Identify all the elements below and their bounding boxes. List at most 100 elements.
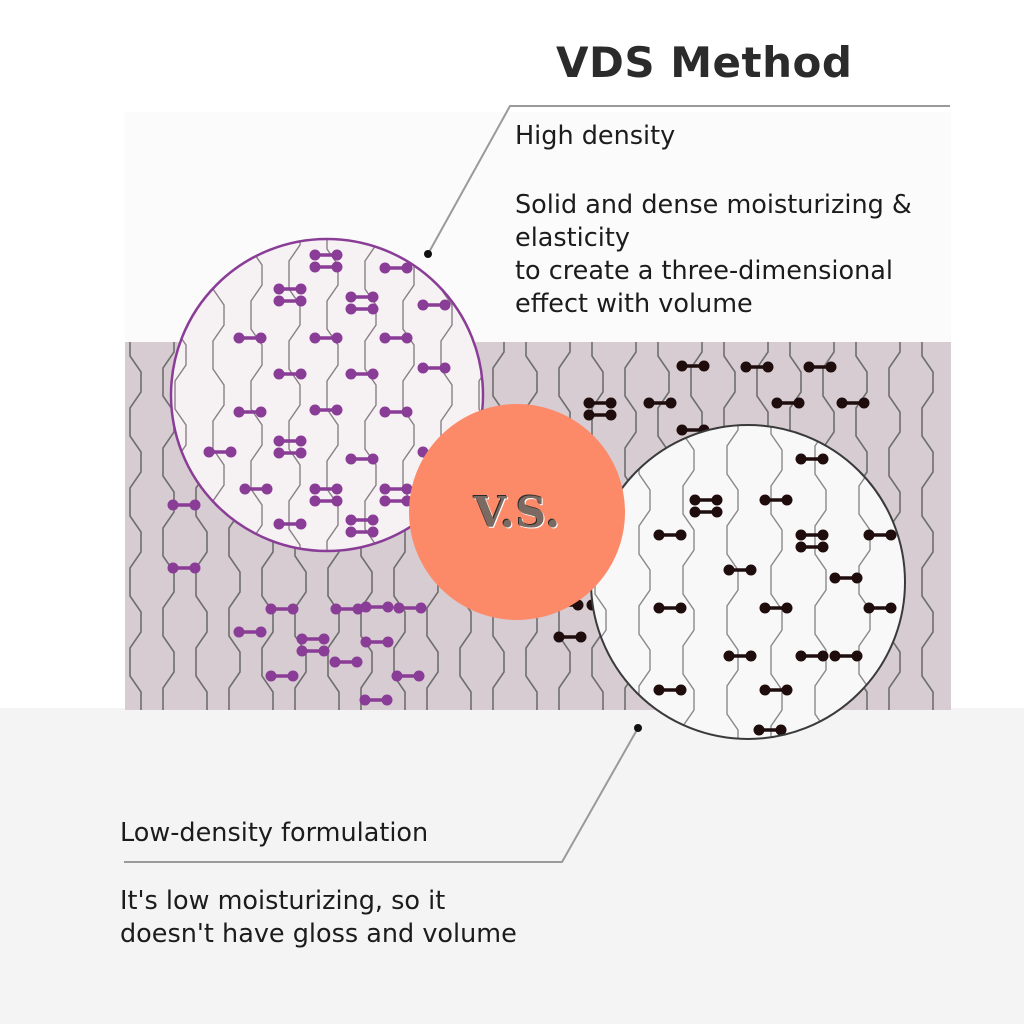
molecule-atom [233, 406, 245, 418]
molecule-atom [817, 541, 829, 553]
molecule-atom [239, 483, 251, 495]
molecule-atom [331, 332, 343, 344]
molecule-atom [653, 684, 665, 696]
molecule-atom [817, 529, 829, 541]
molecule-atom [296, 633, 308, 645]
molecule-atom [401, 483, 413, 495]
molecule-atom [858, 397, 870, 409]
molecule-atom [413, 670, 425, 682]
molecule-atom [605, 409, 617, 421]
molecule-atom [233, 626, 245, 638]
strand [921, 342, 934, 710]
molecule-atom [203, 446, 215, 458]
molecule-atom [233, 332, 245, 344]
molecule-atom [885, 529, 897, 541]
molecule-atom [605, 397, 617, 409]
molecule-atom [309, 483, 321, 495]
molecule-atom [795, 453, 807, 465]
molecule-atom [379, 332, 391, 344]
high-leader-line [427, 105, 950, 255]
molecule-atom [367, 303, 379, 315]
molecule-atom [795, 541, 807, 553]
high-density-heading: High density [515, 121, 676, 151]
molecule-atom [295, 447, 307, 459]
molecule-atom [382, 636, 394, 648]
molecule-atom [723, 650, 735, 662]
molecule-atom [753, 724, 765, 736]
strand [129, 342, 142, 710]
molecule-atom [189, 562, 201, 574]
molecule-atom [309, 249, 321, 261]
molecule-atom [345, 368, 357, 380]
molecule-atom [689, 494, 701, 506]
molecule-atom [225, 446, 237, 458]
molecule-atom [345, 453, 357, 465]
molecule-atom [863, 602, 875, 614]
molecule-atom [745, 650, 757, 662]
molecule-atom [345, 291, 357, 303]
molecule-atom [295, 518, 307, 530]
strand [288, 239, 301, 551]
molecule-atom [318, 633, 330, 645]
high-density-line: to create a three-dimensional [515, 256, 893, 286]
molecule-atom [759, 602, 771, 614]
molecule-atom [676, 424, 688, 436]
molecule-atom [167, 499, 179, 511]
molecule-atom [379, 262, 391, 274]
molecule-atom [309, 404, 321, 416]
molecule-atom [273, 435, 285, 447]
molecule-atom [885, 602, 897, 614]
low-leader-line [124, 727, 639, 863]
molecule-atom [583, 397, 595, 409]
molecule-atom [331, 249, 343, 261]
molecule-atom [261, 483, 273, 495]
molecule-atom [318, 645, 330, 657]
high-leader-dot [424, 250, 432, 258]
high-density-line: elasticity [515, 223, 630, 253]
molecule-atom [296, 645, 308, 657]
molecule-atom [359, 694, 371, 706]
molecule-atom [836, 397, 848, 409]
molecule-atom [167, 562, 179, 574]
molecule-atom [345, 526, 357, 538]
molecule-atom [643, 397, 655, 409]
molecule-atom [781, 602, 793, 614]
molecule-atom [367, 514, 379, 526]
molecule-atom [309, 332, 321, 344]
molecule-atom [331, 483, 343, 495]
molecule-atom [287, 603, 299, 615]
molecule-atom [391, 670, 403, 682]
molecule-atom [851, 572, 863, 584]
molecule-atom [295, 368, 307, 380]
molecule-atom [795, 650, 807, 662]
molecule-atom [793, 397, 805, 409]
molecule-atom [795, 529, 807, 541]
low-density-line: It's low moisturizing, so it [120, 886, 446, 916]
low-leader-dot [634, 724, 642, 732]
molecule-atom [675, 684, 687, 696]
molecule-atom [331, 404, 343, 416]
molecule-atom [583, 409, 595, 421]
molecule-atom [803, 361, 815, 373]
strand [814, 425, 827, 739]
molecule-atom [382, 601, 394, 613]
molecule-atom [762, 361, 774, 373]
strand [726, 425, 739, 739]
molecule-atom [863, 529, 875, 541]
molecule-atom [351, 656, 363, 668]
molecule-atom [273, 447, 285, 459]
molecule-atom [759, 684, 771, 696]
molecule-atom [255, 626, 267, 638]
molecule-atom [331, 261, 343, 273]
molecule-atom [331, 495, 343, 507]
molecule-atom [689, 506, 701, 518]
molecule-atom [379, 406, 391, 418]
molecule-atom [439, 299, 451, 311]
molecule-atom [417, 299, 429, 311]
molecule-atom [287, 670, 299, 682]
molecule-atom [309, 495, 321, 507]
molecule-atom [439, 362, 451, 374]
molecule-atom [309, 261, 321, 273]
molecule-atom [711, 506, 723, 518]
molecule-atom [345, 514, 357, 526]
